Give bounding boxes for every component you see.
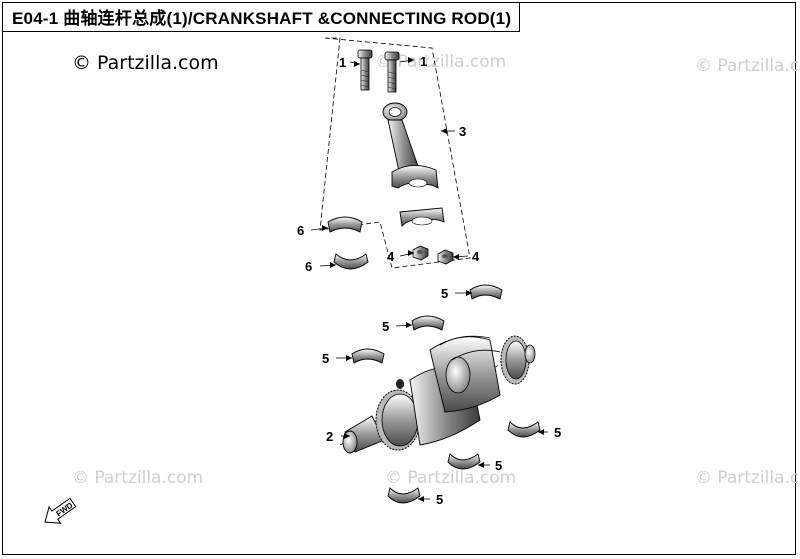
watermark: © Partzilla.com bbox=[375, 52, 507, 72]
fwd-arrow-icon: FWD bbox=[44, 497, 77, 524]
main-bearing-4 bbox=[507, 421, 541, 438]
rod-bearing-lower bbox=[333, 253, 369, 270]
callout-rod-nut-left: 4 bbox=[387, 249, 395, 264]
leader-arrowheads bbox=[322, 57, 544, 502]
main-bearing-5 bbox=[447, 453, 481, 470]
rod-cap bbox=[399, 207, 445, 227]
main-bearing-2 bbox=[411, 315, 445, 331]
callout-main-bearing-2: 5 bbox=[382, 319, 389, 334]
watermark: © Partzilla.com bbox=[385, 468, 517, 488]
callout-bolt-right: 1 bbox=[420, 54, 427, 69]
rod-bolt-left bbox=[357, 49, 373, 91]
page-title: E04-1 曲轴连杆总成(1)/CRANKSHAFT &CONNECTING R… bbox=[12, 9, 512, 28]
callout-main-bearing-4: 5 bbox=[554, 425, 561, 440]
watermark: © Partzilla.com bbox=[695, 468, 800, 488]
callout-main-bearing-5: 5 bbox=[495, 458, 502, 473]
watermark: © Partzilla.com bbox=[72, 468, 204, 488]
crankshaft bbox=[339, 335, 536, 454]
watermark: © Partzilla.com bbox=[695, 56, 800, 76]
callout-rod-bearing-lower: 6 bbox=[305, 259, 312, 274]
callout-rod-nut-right: 4 bbox=[472, 249, 480, 264]
rod-nut-left bbox=[412, 245, 429, 261]
callout-connecting-rod: 3 bbox=[459, 124, 466, 139]
main-bearing-3 bbox=[351, 348, 385, 364]
callout-main-bearing-3: 5 bbox=[322, 351, 329, 366]
callout-crankshaft: 2 bbox=[326, 429, 333, 444]
callout-main-bearing-6: 5 bbox=[436, 492, 443, 507]
main-bearing-6 bbox=[387, 487, 421, 504]
copyright-notice: © Partzilla.com bbox=[72, 52, 219, 74]
callout-main-bearing-1: 5 bbox=[441, 286, 448, 301]
rod-group-outline bbox=[319, 37, 471, 269]
title-box: E04-1 曲轴连杆总成(1)/CRANKSHAFT &CONNECTING R… bbox=[2, 2, 520, 32]
rod-bearing-upper bbox=[327, 216, 363, 233]
callout-bolt-left: 1 bbox=[339, 55, 346, 70]
rod-bolt-right bbox=[384, 51, 400, 93]
callout-rod-bearing-upper: 6 bbox=[297, 223, 304, 238]
connecting-rod bbox=[382, 102, 439, 189]
main-bearing-1 bbox=[469, 284, 503, 300]
rod-nut-right bbox=[437, 249, 454, 265]
